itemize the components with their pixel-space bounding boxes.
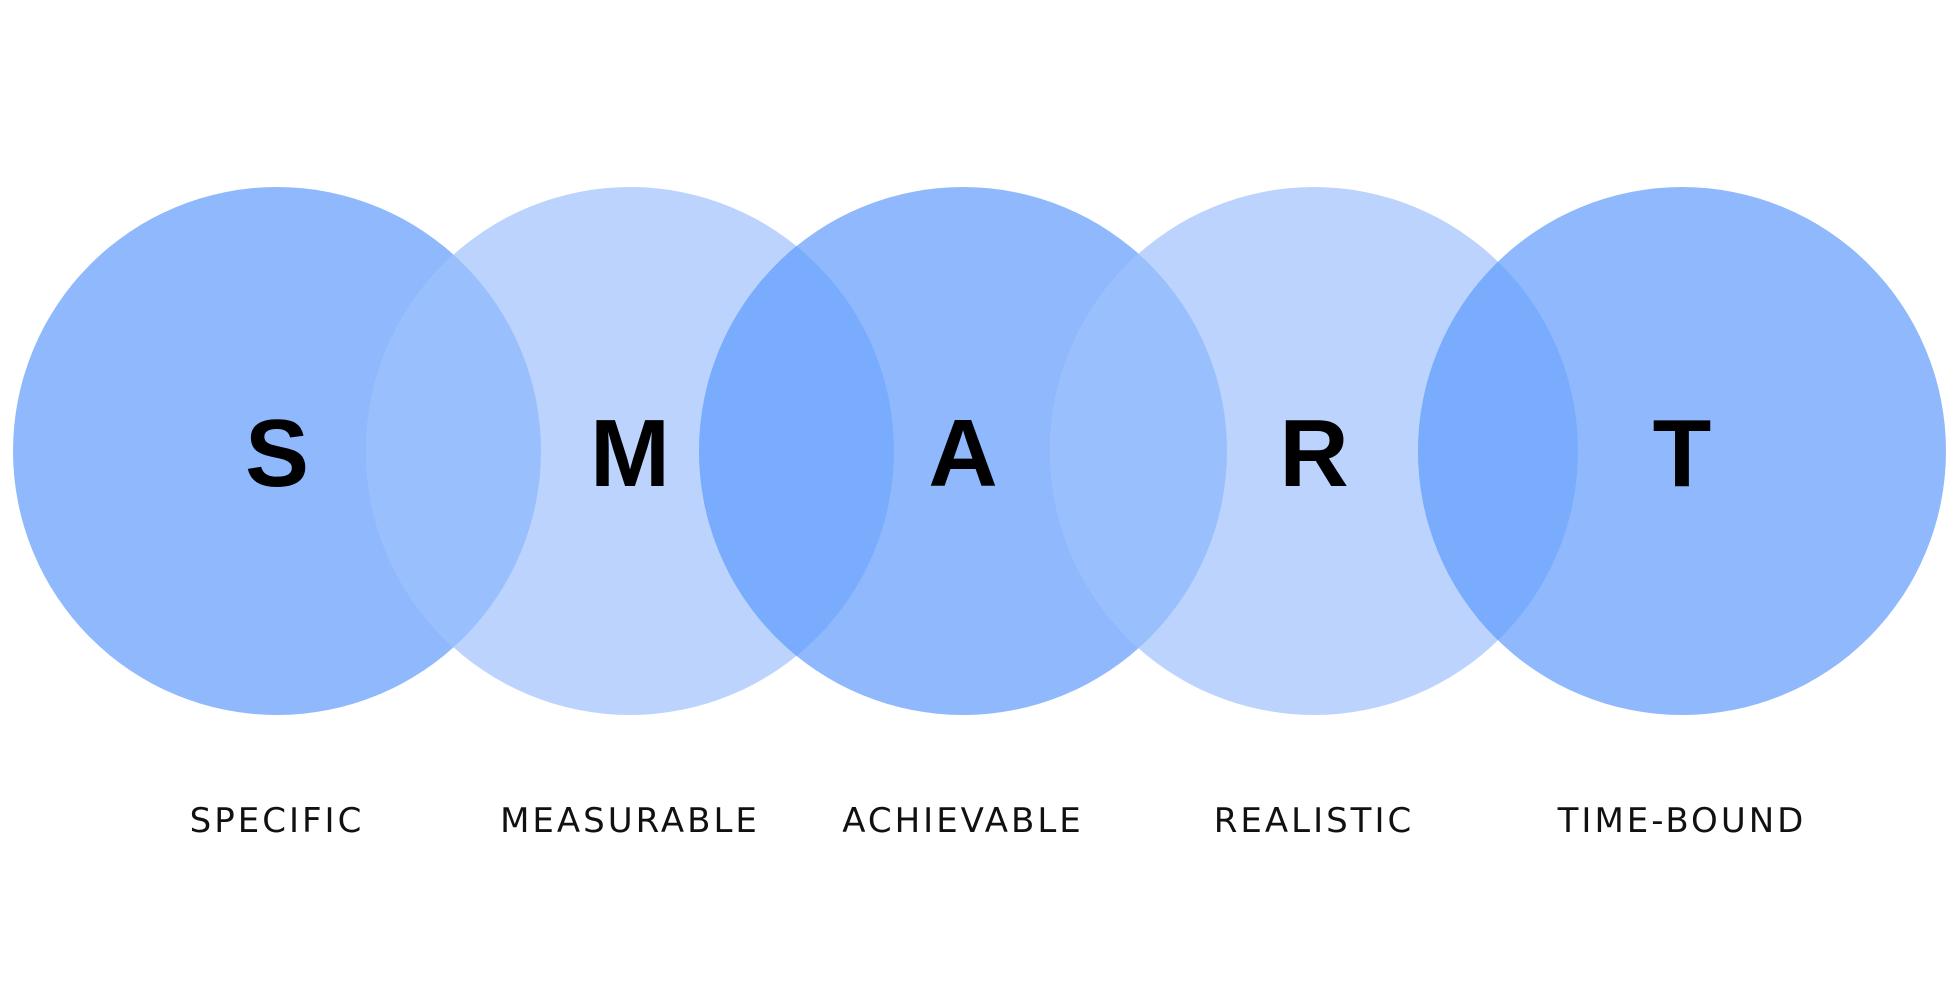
letter-s: S [245, 400, 309, 507]
overlap-s-m [366, 187, 541, 715]
letter-a: A [928, 400, 997, 507]
overlap-m-a [699, 187, 894, 715]
overlap-a-r [1050, 187, 1227, 715]
letter-m: M [590, 400, 670, 507]
label-measurable: MEASURABLE [500, 801, 760, 841]
label-realistic: REALISTIC [1214, 801, 1414, 841]
label-specific: SPECIFIC [190, 801, 365, 841]
label-time-bound: TIME-BOUND [1557, 801, 1807, 841]
label-achievable: ACHIEVABLE [842, 801, 1084, 841]
circle-t-icon [1418, 187, 1946, 715]
labels-layer: SPECIFIC MEASURABLE ACHIEVABLE REALISTIC TIM… [190, 801, 1807, 841]
letter-r: R [1279, 400, 1348, 507]
letter-t: T [1653, 400, 1712, 507]
